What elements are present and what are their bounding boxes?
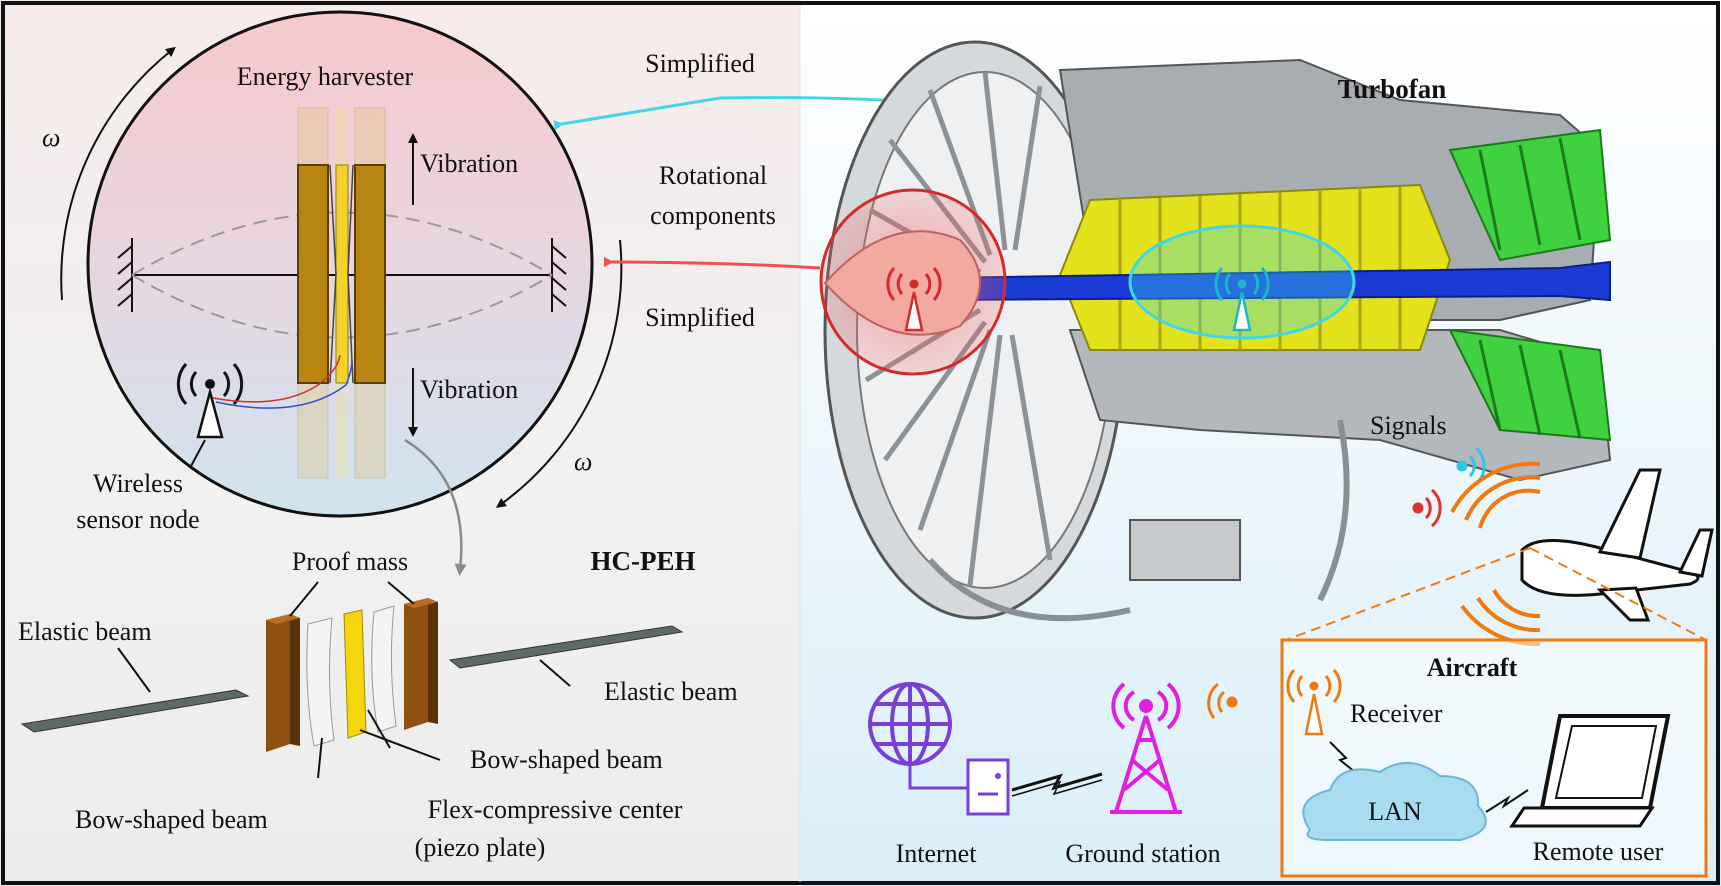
vibration-label-bottom: Vibration: [420, 375, 518, 404]
bow-beam-3d-right: [371, 605, 397, 733]
elastic-beam-3d-right: [448, 625, 684, 669]
laptop-icon: [1509, 714, 1671, 828]
spinner-cone: [823, 230, 981, 336]
proof-mass-left-top: [266, 614, 300, 624]
proof-mass-label: Proof mass: [292, 547, 408, 576]
center-label-line2: (piezo plate): [415, 833, 546, 862]
receiver-lan-link: [1329, 741, 1361, 777]
zoom-arrow: [404, 438, 467, 576]
proof-mass-left-face: [266, 614, 290, 752]
energy-harvester-diagram: [60, 10, 623, 576]
rotational-label-line2: components: [650, 201, 776, 230]
vibration-label-top: Vibration: [420, 149, 518, 178]
center-label-line1: Flex-compressive center: [428, 795, 683, 824]
callout-line-right: [1529, 547, 1707, 641]
rotational-label-line1: Rotational: [659, 161, 767, 190]
turbine-stages: [1478, 137, 1582, 439]
internet-globe-icon: [868, 682, 952, 766]
bow-beam-right-label: Bow-shaped beam: [470, 745, 663, 774]
ground-station-label: Ground station: [1065, 839, 1220, 868]
signal-waves-aircraft: [1450, 461, 1541, 647]
circle-title: Energy harvester: [237, 62, 414, 91]
lan-laptop-link: [1485, 789, 1529, 813]
proof-mass-right-top: [404, 598, 438, 608]
proof-mass-right-face: [404, 598, 428, 730]
remote-user-label: Remote user: [1533, 837, 1664, 866]
ground-link: [1011, 772, 1103, 792]
ground-signal-waves: [1207, 682, 1238, 719]
lan-cloud-icon: [1302, 761, 1487, 841]
ground-station-tower-icon: [1110, 682, 1182, 814]
piezo-plate-2d: [335, 164, 349, 384]
rotation-arc-top: [60, 46, 176, 301]
sensor-leader-line: [189, 439, 206, 469]
elastic-beam-right-label: Elastic beam: [604, 677, 738, 706]
hc-peh-leader-lines: [117, 581, 571, 779]
signals-label: Signals: [1370, 411, 1447, 440]
omega-label-top: ω: [42, 123, 60, 152]
bow-beam-left-label: Bow-shaped beam: [75, 805, 268, 834]
receiver-antenna-icon: [1286, 669, 1342, 736]
elastic-beam-left-label: Elastic beam: [18, 617, 152, 646]
simplified-arrow-red: [603, 256, 821, 270]
globe-connector: [908, 766, 968, 790]
sensor-label-line1: Wireless: [93, 469, 183, 498]
proof-mass-left-2d: [297, 164, 329, 384]
turbofan-label: Turbofan: [1338, 74, 1447, 104]
elastic-beam-3d-left: [20, 689, 250, 733]
accessory-gearbox: [1129, 519, 1241, 581]
proof-mass-right-2d: [354, 164, 386, 384]
red-sensor-node: [886, 267, 942, 332]
simplified-label-bottom: Simplified: [645, 303, 755, 332]
bow-beam-2d-right: [347, 164, 354, 384]
rotation-arc-bottom: [495, 239, 623, 508]
piezo-plate-3d: [343, 609, 367, 739]
strut-right: [1317, 419, 1350, 602]
omega-label-bottom: ω: [574, 447, 592, 476]
proof-mass-left-side: [290, 614, 300, 746]
callout-line-left: [1285, 547, 1531, 641]
wire-red: [212, 354, 341, 403]
bow-beam-3d-left: [306, 617, 335, 747]
internet-label: Internet: [896, 839, 978, 868]
bow-beam-2d-left: [329, 164, 337, 384]
ground-link-shadow: [1011, 779, 1103, 797]
hc-peh-3d-model: [20, 598, 684, 752]
sensor-label-line2: sensor node: [76, 505, 199, 534]
server-icon: [966, 758, 1010, 816]
signal-waves-red: [1412, 488, 1442, 528]
lan-label: LAN: [1368, 797, 1422, 826]
device-name-label: HC-PEH: [591, 546, 696, 576]
aircraft-label: Aircraft: [1427, 653, 1518, 682]
proof-mass-right-side: [428, 598, 438, 724]
strut-left: [927, 558, 1131, 622]
compressor-section: [1058, 183, 1452, 351]
cyan-sensor-node: [1214, 267, 1270, 332]
wire-blue: [215, 359, 353, 409]
simplified-label-top: Simplified: [645, 49, 755, 78]
airplane-icon: [1520, 468, 1714, 622]
receiver-label: Receiver: [1350, 699, 1443, 728]
